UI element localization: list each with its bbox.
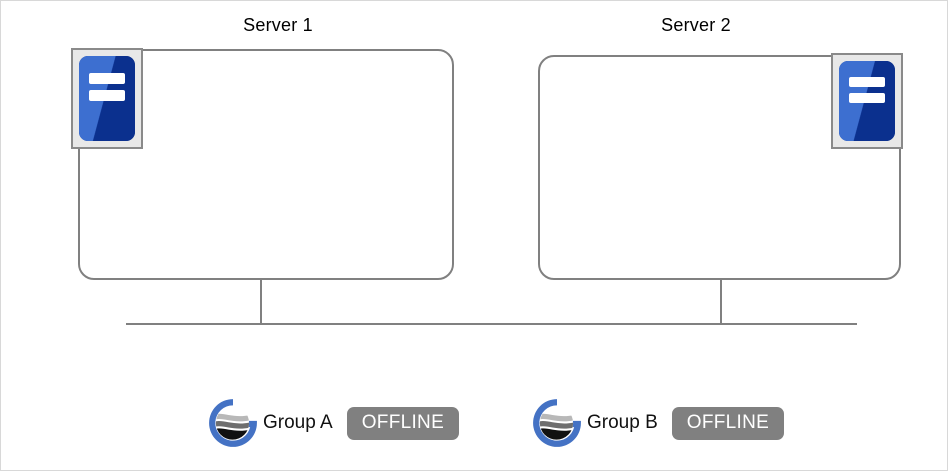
server-icon-bar-bottom (88, 90, 126, 102)
status-badge-group-a[interactable]: OFFLINE (346, 406, 460, 440)
legend-label-group-b: Group B (587, 412, 658, 433)
legend-label-group-a: Group A (263, 412, 333, 433)
server-1-title: Server 1 (243, 15, 313, 35)
server-2-title: Server 2 (661, 15, 731, 35)
server-2-drop-line (720, 279, 722, 324)
server-icon-bar-top (88, 73, 126, 85)
server-1-drop-line (260, 279, 262, 324)
status-badge-group-b[interactable]: OFFLINE (671, 406, 785, 440)
server-icon (79, 56, 135, 141)
server-icon-bar-top (848, 77, 886, 88)
legend-item-group-b[interactable]: Group B OFFLINE (531, 399, 785, 447)
server-icon-bar-bottom (848, 93, 886, 104)
server-2-icon-frame[interactable] (831, 53, 903, 149)
server-1-icon-frame[interactable] (71, 48, 143, 149)
shared-bus-line (126, 323, 857, 325)
server-icon (839, 61, 895, 141)
legend-item-group-a[interactable]: Group A OFFLINE (207, 399, 460, 447)
group-globe-logo (209, 399, 257, 447)
group-globe-logo (533, 399, 581, 447)
